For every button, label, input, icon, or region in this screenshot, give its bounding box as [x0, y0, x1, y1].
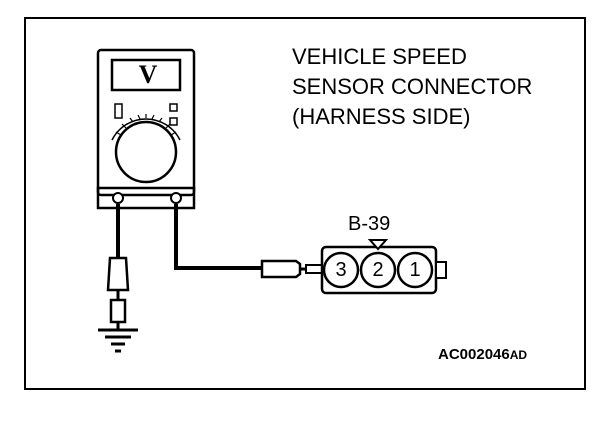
ground-symbol [98, 322, 138, 353]
pin-label-1: 1 [409, 259, 421, 281]
speed-sensor-connector [320, 239, 447, 295]
signal-lead [174, 204, 328, 279]
voltmeter [96, 48, 196, 210]
pin-label-2: 2 [372, 259, 384, 281]
title-line-2: SENSOR CONNECTOR [292, 74, 533, 99]
figure-code-main: AC002046 [438, 346, 510, 363]
figure-code-suffix: AD [509, 348, 528, 362]
connector-id-label: B-39 [348, 213, 391, 235]
figure-code: AC002046AD [438, 346, 527, 363]
voltmeter-display-symbol: V [138, 60, 158, 89]
title-line-1: VEHICLE SPEED [292, 44, 467, 69]
ground-lead [106, 204, 130, 324]
title-line-3: (HARNESS SIDE) [292, 104, 471, 129]
pin-label-3: 3 [335, 259, 347, 281]
